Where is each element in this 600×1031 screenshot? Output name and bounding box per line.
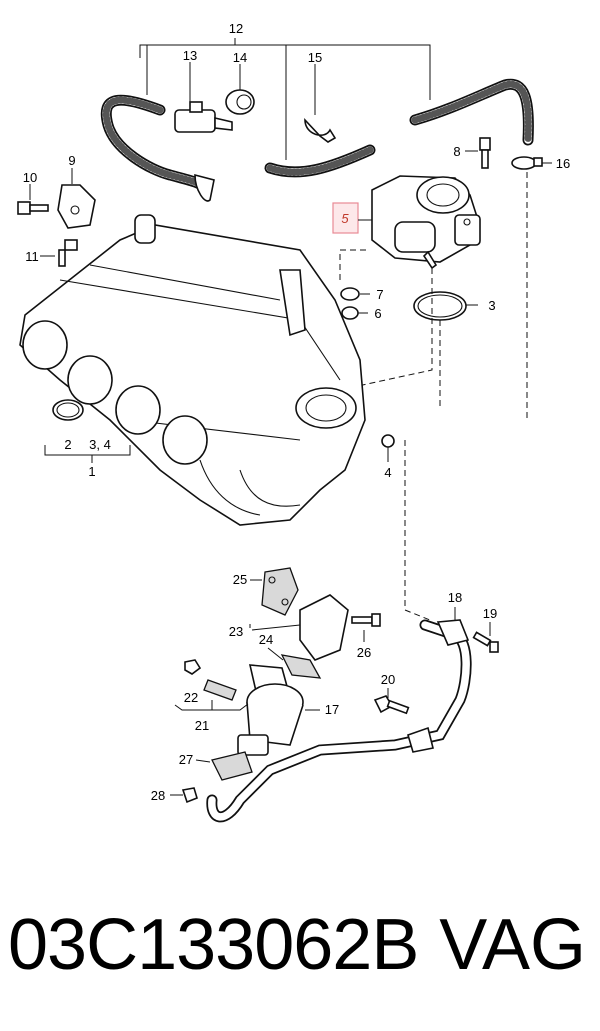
callout-17: 17 <box>325 702 339 717</box>
callout-23: 23 <box>229 624 243 639</box>
callout-5: 5 <box>341 211 349 226</box>
callout-20: 20 <box>381 672 395 687</box>
bolt-11 <box>40 239 78 267</box>
callout-24: 24 <box>259 632 273 647</box>
bracket-1 <box>44 445 131 463</box>
callout-1: 1 <box>88 464 95 479</box>
o-ring-3 <box>413 291 478 321</box>
callout-12: 12 <box>229 21 243 36</box>
nut-22 <box>184 659 202 675</box>
hose-connector-13 <box>174 62 233 202</box>
bolt-20 <box>373 688 410 715</box>
part-number: 03C133062B <box>8 905 419 985</box>
hose-clip-15 <box>304 64 337 143</box>
sensor-21 <box>174 679 249 711</box>
egr-valve-17 <box>237 664 320 756</box>
brand-label: VAG <box>439 905 586 985</box>
bolt-19 <box>472 622 499 653</box>
exploded-parts-diagram: 12 13 14 15 9 10 11 8 16 5 7 6 3 2 3, 4 … <box>17 21 570 823</box>
breather-hose-right <box>264 78 534 178</box>
sleeve-6 <box>341 306 368 320</box>
callout-13: 13 <box>183 48 197 63</box>
breather-hose-left <box>100 94 211 194</box>
seal-4 <box>381 434 395 462</box>
callout-27: 27 <box>179 752 193 767</box>
callout-4: 4 <box>384 465 391 480</box>
callout-19: 19 <box>483 606 497 621</box>
callout-15: 15 <box>308 50 322 65</box>
clip-7 <box>340 287 370 301</box>
callout-26: 26 <box>357 645 371 660</box>
gasket-27 <box>195 751 253 781</box>
egr-tube-18 <box>206 607 472 823</box>
callout-16: 16 <box>556 156 570 171</box>
callout-14: 14 <box>233 50 247 65</box>
gasket-25 <box>250 567 299 616</box>
bracket-9 <box>57 168 96 229</box>
callout-6: 6 <box>374 306 381 321</box>
bolt-8 <box>465 137 491 169</box>
callout-8: 8 <box>453 144 460 159</box>
bracket-12 <box>139 38 431 160</box>
highlight-box-5 <box>332 202 359 234</box>
throttle-valve-control-unit-5 <box>371 175 481 270</box>
callout-22: 22 <box>184 690 198 705</box>
callout-3: 3 <box>488 298 495 313</box>
callout-25: 25 <box>233 572 247 587</box>
gasket-24 <box>267 647 322 679</box>
callout-28: 28 <box>151 788 165 803</box>
hose-sleeve-14 <box>225 64 255 115</box>
callout-3-4: 3, 4 <box>89 437 111 452</box>
callout-2: 2 <box>64 437 71 452</box>
callout-9: 9 <box>68 153 75 168</box>
callout-7: 7 <box>376 287 383 302</box>
egr-pipe-flange-23 <box>249 594 349 661</box>
nut-28 <box>170 787 198 804</box>
hose-clamp-16 <box>511 156 552 170</box>
bolt-10 <box>17 184 49 215</box>
callout-11: 11 <box>25 249 39 264</box>
bolt-26 <box>351 613 381 642</box>
o-ring-2 <box>52 399 84 421</box>
callout-18: 18 <box>448 590 462 605</box>
footer: 03C133062B VAG <box>0 895 600 1015</box>
callout-10: 10 <box>23 170 37 185</box>
intake-manifold-1 <box>19 214 366 526</box>
callout-21: 21 <box>195 718 209 733</box>
